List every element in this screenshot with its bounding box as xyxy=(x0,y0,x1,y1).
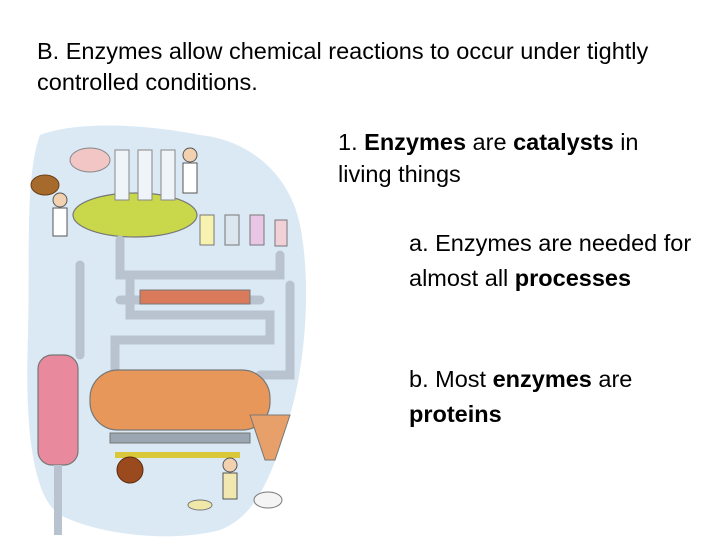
slide-heading: B. Enzymes allow chemical reactions to o… xyxy=(37,38,649,95)
bowl-icon xyxy=(187,499,213,511)
scientist-bottom-icon xyxy=(222,457,238,473)
top-green-tank xyxy=(72,192,198,238)
point-a-text: a. Enzymes are needed for almost all xyxy=(409,230,692,291)
point-b: b. Most enzymes are proteins xyxy=(409,362,709,432)
teeth-icon xyxy=(69,147,111,173)
digestion-machine-illustration xyxy=(27,125,307,537)
toilet-icon xyxy=(253,491,283,509)
kettle-icon xyxy=(116,456,144,484)
point-a-bold-processes: processes xyxy=(514,265,632,291)
heater-grill xyxy=(139,289,251,305)
point-b-text-mid: are xyxy=(591,366,633,392)
point-1-bold-catalysts: catalysts xyxy=(513,129,614,155)
point-1: 1. Enzymes are catalysts in living thing… xyxy=(338,126,698,190)
point-a: a. Enzymes are needed for almost all pro… xyxy=(409,226,709,296)
point-1-number: 1. xyxy=(338,129,365,155)
funnel xyxy=(249,414,291,461)
flasks-icon xyxy=(199,214,288,247)
sandwich-icon xyxy=(30,174,60,196)
point-1-text-end: in living things xyxy=(338,129,639,187)
point-b-bold-proteins: proteins xyxy=(409,401,502,427)
pink-column xyxy=(37,354,79,466)
scientist-icon xyxy=(182,147,198,163)
point-1-text: are xyxy=(466,129,514,155)
point-b-text: b. Most xyxy=(409,366,493,392)
scientist-left-icon xyxy=(52,192,68,208)
point-1-bold-enzymes: Enzymes xyxy=(364,129,467,155)
orange-tank xyxy=(89,369,271,431)
point-b-bold-enzymes: enzymes xyxy=(492,366,592,392)
